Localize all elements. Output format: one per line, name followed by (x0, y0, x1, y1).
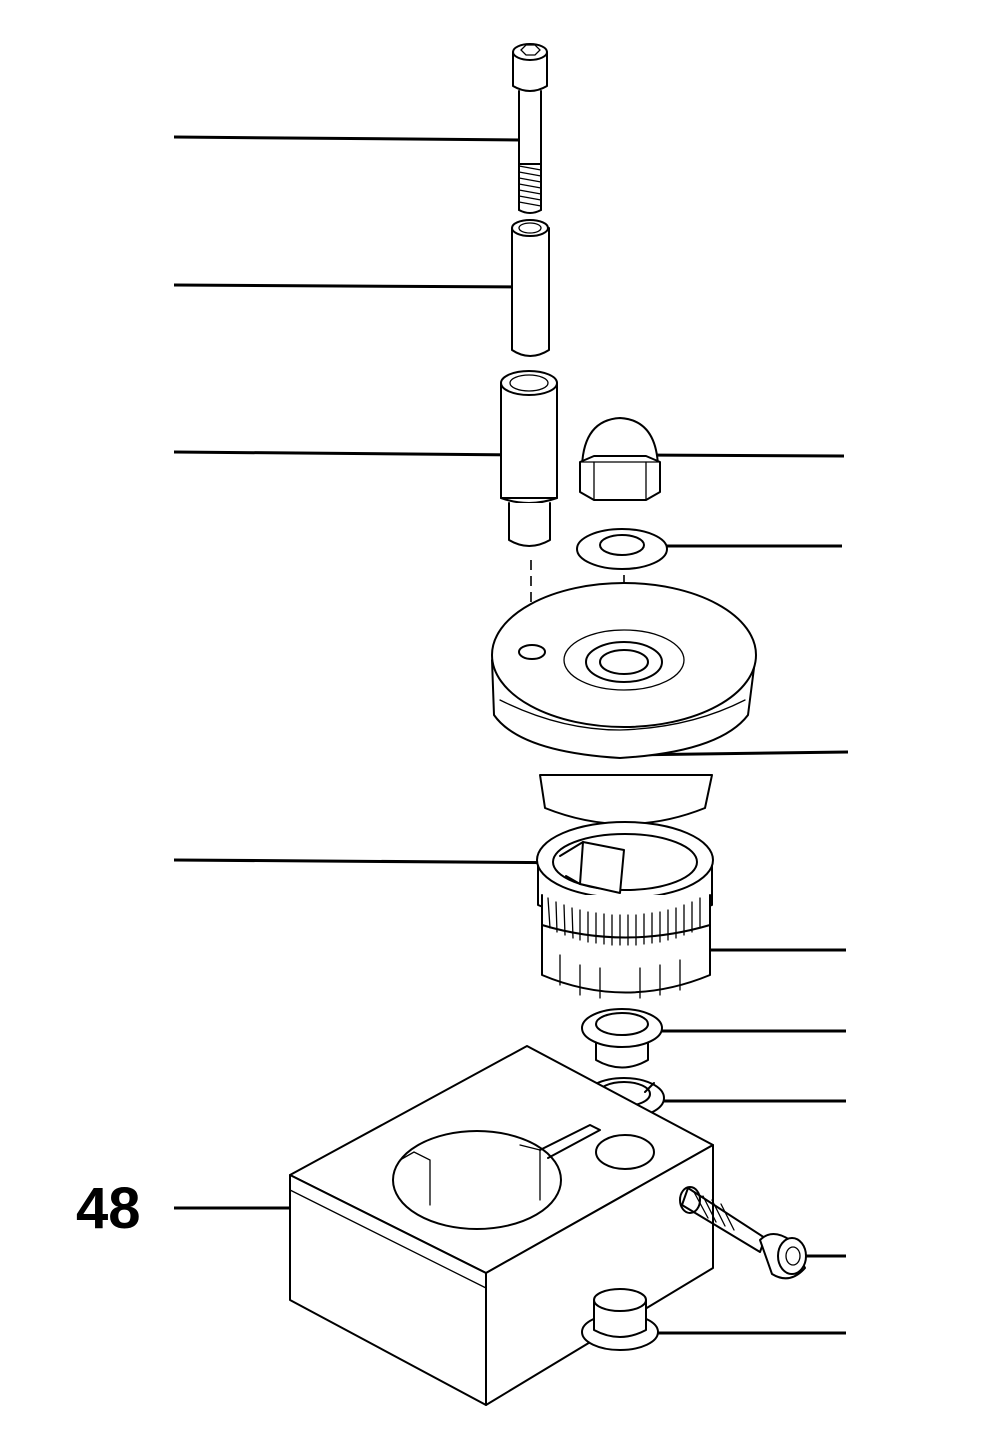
stepped-sleeve (500, 370, 558, 547)
socket-head-bolt (512, 43, 548, 214)
top-washer (576, 528, 668, 570)
leader-line-acorn-nut (627, 453, 845, 458)
knob (491, 582, 757, 825)
cutter-insert (559, 841, 625, 894)
leader-line-stepped-sleeve (173, 450, 526, 457)
upper-sleeve (511, 219, 550, 357)
flanged-bushing (581, 1008, 663, 1069)
base-block (289, 1045, 714, 1406)
leader-line-knob (627, 750, 849, 757)
leader-line-cutter-insert (173, 858, 607, 865)
leader-line-upper-sleeve (173, 283, 523, 289)
clamp-screw (681, 1187, 807, 1280)
callout-number: 48 (76, 1176, 141, 1241)
bottom-plug (581, 1288, 659, 1351)
knurled-ring (541, 894, 711, 999)
acorn-nut (579, 417, 661, 501)
leader-line-bolt (173, 135, 521, 142)
